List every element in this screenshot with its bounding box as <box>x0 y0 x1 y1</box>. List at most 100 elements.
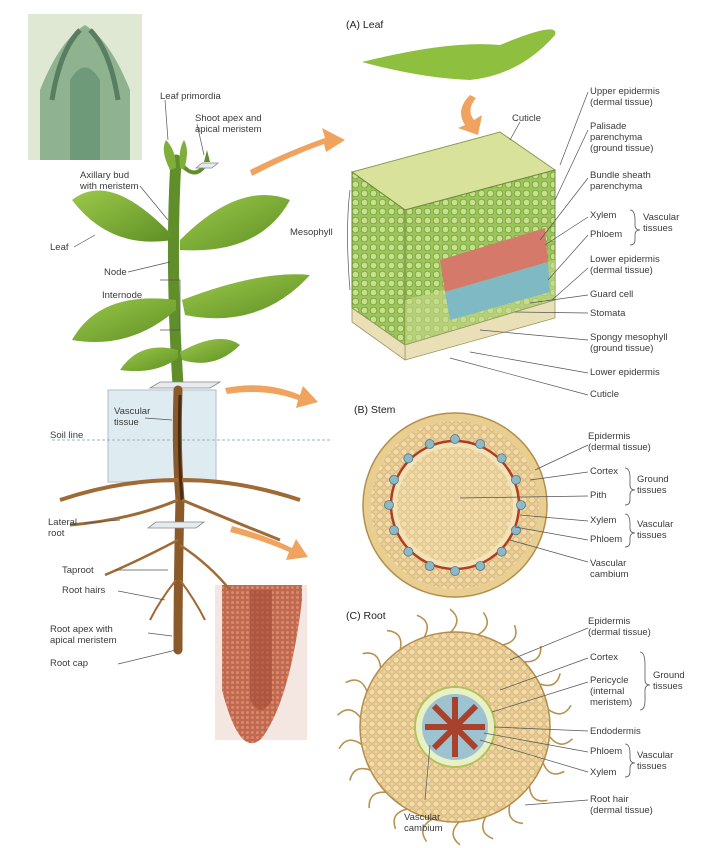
vascular-bundle <box>450 566 460 576</box>
label-mesophyll: Mesophyll <box>290 227 333 238</box>
heading-root: (C) Root <box>346 610 386 622</box>
vascular-bundle <box>511 525 521 536</box>
label-endodermis: Endodermis <box>590 726 641 737</box>
label-bundle-sheath-2: parenchyma <box>590 181 643 192</box>
root-hair <box>338 739 363 750</box>
label-root-vascular: Vascular <box>637 750 674 761</box>
label-vascular-tissue: Vascular <box>114 406 151 417</box>
label-root-hair-2: (dermal tissue) <box>590 805 653 816</box>
root-hair <box>449 608 458 633</box>
label-leaf: Leaf <box>50 242 69 253</box>
root-hair <box>539 673 561 687</box>
label-root-ground-2: tissues <box>653 681 683 692</box>
leader-lines <box>73 91 589 806</box>
label-root-hairs: Root hairs <box>62 585 106 596</box>
label-stem-vascular-2: tissues <box>637 530 667 541</box>
vascular-bundle <box>496 546 507 557</box>
vascular-bundle <box>511 474 521 485</box>
root-hair <box>452 821 461 846</box>
root-hair <box>349 767 371 781</box>
label-cuticle-top: Cuticle <box>512 113 542 124</box>
label-root-epidermis-2: (dermal tissue) <box>588 627 651 638</box>
label-stem-cambium-2: cambium <box>590 569 629 580</box>
root-cross-section <box>337 608 573 846</box>
root-hair <box>337 709 362 719</box>
label-cuticle-bottom: Cuticle <box>590 389 620 400</box>
label-palisade: Palisade <box>590 121 627 132</box>
label-stem-xylem: Xylem <box>590 515 617 526</box>
plant-shoot <box>72 140 310 391</box>
label-leaf-primordia: Leaf primordia <box>160 91 221 102</box>
label-pericycle-2: (internal <box>590 686 625 697</box>
root-hair <box>368 791 386 809</box>
label-root-apex-2: apical meristem <box>50 635 117 646</box>
label-stem-phloem: Phloem <box>590 534 623 545</box>
vascular-bundle <box>403 546 414 557</box>
root-hair <box>362 652 382 669</box>
leaf-section-block <box>350 131 557 361</box>
label-root-cap: Root cap <box>50 658 89 669</box>
vascular-bundles <box>384 434 526 576</box>
label-stem-cambium: Vascular <box>590 558 627 569</box>
label-lower-epidermis: Lower epidermis <box>590 254 660 265</box>
label-root-epidermis: Epidermis <box>588 616 631 627</box>
label-upper-epidermis: Upper epidermis <box>590 86 660 97</box>
label-palisade-3: (ground tissue) <box>590 143 654 154</box>
root-hair <box>393 808 408 830</box>
root-tip-micrograph <box>215 585 307 744</box>
label-soil-line: Soil line <box>50 430 84 441</box>
vascular-bundle <box>403 453 414 464</box>
shoot-apex-micrograph <box>28 14 142 160</box>
label-taproot: Taproot <box>62 565 94 576</box>
root-system <box>59 385 301 655</box>
root-hair <box>547 704 572 715</box>
label-lower-epidermis-2: (dermal tissue) <box>590 265 653 276</box>
vascular-bundle <box>389 474 399 485</box>
root-hair <box>502 624 517 646</box>
label-lateral-root: Lateral <box>48 517 78 528</box>
label-stem-cortex: Cortex <box>590 466 618 477</box>
vascular-bundle <box>389 525 399 536</box>
label-spongy-2: (ground tissue) <box>590 343 654 354</box>
label-leaf-vascular-2: tissues <box>643 223 673 234</box>
label-root-xylem: Xylem <box>590 767 617 778</box>
label-leaf-xylem: Xylem <box>590 210 617 221</box>
label-root-hair: Root hair <box>590 794 629 805</box>
label-spongy: Spongy mesophyll <box>590 332 668 343</box>
label-root-cortex: Cortex <box>590 652 618 663</box>
label-leaf-vascular: Vascular <box>643 212 680 223</box>
vascular-bundle <box>384 500 394 510</box>
root-hair <box>524 645 542 663</box>
label-vascular-tissue-2: tissue <box>114 417 139 428</box>
soil-box <box>107 389 217 483</box>
heading-leaf: (A) Leaf <box>346 19 384 31</box>
label-guard-cell: Guard cell <box>590 289 634 300</box>
callout-arrows <box>225 95 482 560</box>
vascular-bundle <box>450 434 460 444</box>
label-palisade-2: parenchyma <box>590 132 643 143</box>
label-pericycle: Pericycle <box>590 675 629 686</box>
label-leaf-phloem: Phloem <box>590 229 623 240</box>
label-pericycle-3: meristem) <box>590 697 633 708</box>
label-stem-ground: Ground <box>637 474 669 485</box>
root-hair <box>345 679 368 692</box>
label-shoot-apex-2: apical meristem <box>195 124 262 135</box>
root-hair <box>508 804 524 825</box>
label-root-cambium-2: cambium <box>404 823 443 834</box>
root-hair <box>542 762 565 775</box>
root-hair <box>421 818 433 843</box>
root-hair <box>386 629 402 650</box>
root-hair <box>528 785 548 802</box>
label-lower-epidermis-b: Lower epidermis <box>590 367 660 378</box>
label-internode: Internode <box>102 290 143 301</box>
label-stomata: Stomata <box>590 308 626 319</box>
vascular-bundle <box>424 439 435 449</box>
label-stem-pith: Pith <box>590 490 607 501</box>
label-axillary-bud: Axillary bud <box>80 170 130 181</box>
label-shoot-apex: Shoot apex and <box>195 113 262 124</box>
label-upper-epidermis-2: (dermal tissue) <box>590 97 653 108</box>
leaf-blade <box>362 29 556 80</box>
root-hair <box>416 614 429 638</box>
label-stem-ground-2: tissues <box>637 485 667 496</box>
